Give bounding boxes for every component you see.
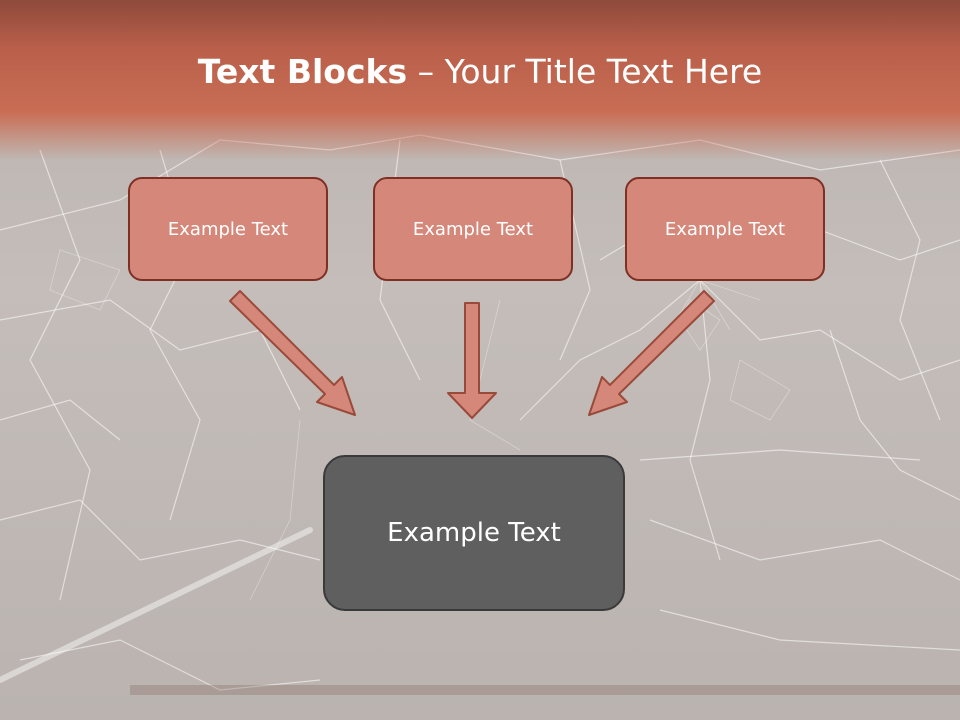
main-text-block-label: Example Text [387, 518, 561, 548]
title-bar [0, 0, 960, 160]
text-block-left[interactable]: Example Text [128, 177, 328, 281]
text-block-right-label: Example Text [664, 218, 786, 240]
title-bold-text: Text Blocks [197, 52, 408, 91]
arrow-down-right [229, 290, 356, 416]
slide-title: Text Blocks – Your Title Text Here [0, 52, 960, 91]
text-block-right[interactable]: Example Text [625, 177, 825, 281]
main-text-block[interactable]: Example Text [323, 455, 625, 611]
text-block-center[interactable]: Example Text [373, 177, 573, 281]
title-rest-text: – Your Title Text Here [407, 52, 763, 91]
arrow-down-left [588, 290, 715, 416]
arrow-down [447, 302, 497, 419]
text-block-center-label: Example Text [412, 218, 534, 240]
text-block-left-label: Example Text [167, 218, 289, 240]
